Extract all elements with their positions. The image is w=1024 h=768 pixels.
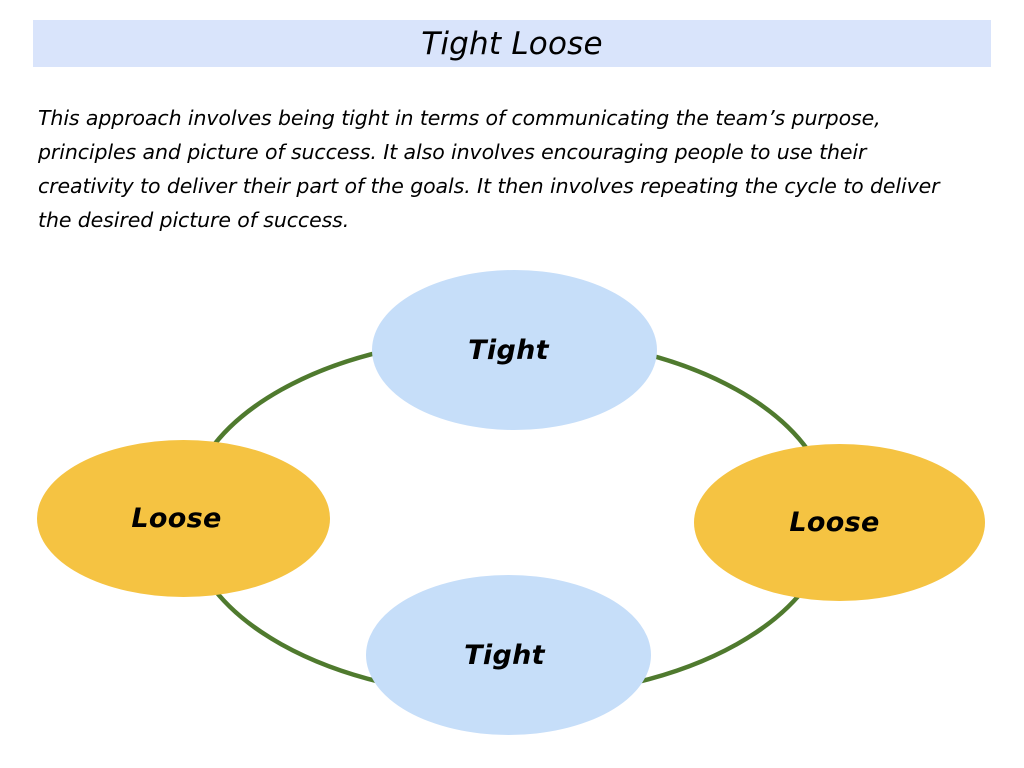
page-title: Tight Loose (421, 25, 603, 62)
cycle-diagram: Tight Loose Tight Loose (0, 250, 1024, 768)
node-tight-bottom[interactable]: Tight (366, 575, 651, 735)
intro-paragraph: This approach involves being tight in te… (38, 106, 940, 232)
title-banner: Tight Loose (33, 20, 991, 67)
node-loose-right-label: Loose (789, 507, 880, 538)
node-tight-top-label: Tight (468, 334, 549, 366)
node-loose-right[interactable]: Loose (694, 444, 985, 601)
node-loose-left[interactable]: Loose (37, 440, 330, 597)
node-tight-top[interactable]: Tight (372, 270, 657, 430)
node-loose-left-label: Loose (131, 503, 222, 534)
node-tight-bottom-label: Tight (464, 639, 545, 671)
